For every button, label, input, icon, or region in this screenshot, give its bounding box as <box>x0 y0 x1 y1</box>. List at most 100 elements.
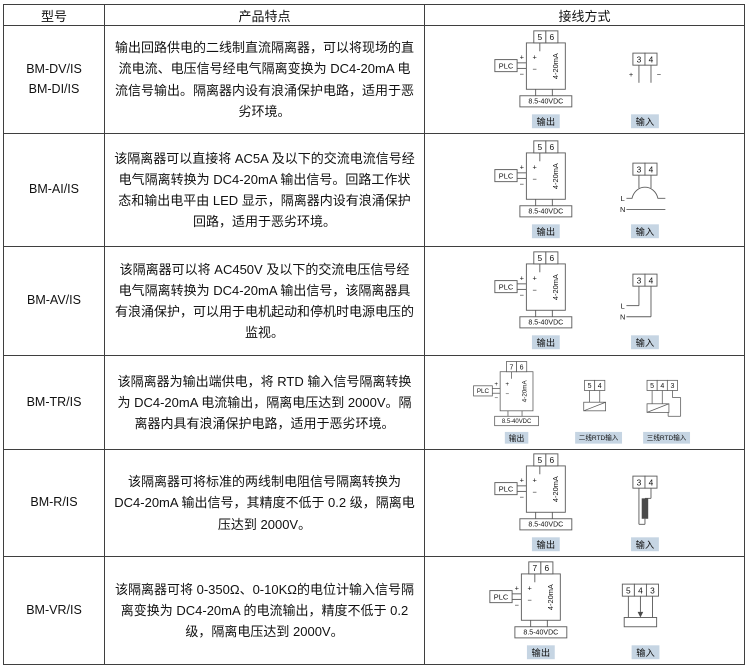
terminal-number: 5 <box>626 585 631 595</box>
model-name: BM-AV/IS <box>27 293 81 308</box>
input-wiring-diagram: 3 4 输入 <box>630 475 659 552</box>
polarity-plus: + <box>495 380 499 387</box>
supply-voltage-label: 8.5-40VDC <box>524 629 559 636</box>
polarity-minus: − <box>532 64 536 73</box>
polarity-plus: + <box>519 476 523 485</box>
input-wiring-diagram: 3 4 L N 输入 <box>620 273 659 350</box>
polarity-minus: − <box>519 290 523 299</box>
polarity-minus: − <box>656 70 660 79</box>
col-header-features: 产品特点 <box>104 4 425 26</box>
terminal-number: 5 <box>537 32 542 42</box>
input-wiring-diagram: 3 4 L N 输入 <box>620 162 666 239</box>
polarity-plus: + <box>532 476 536 485</box>
wiring-cell: 5 6 + − 4-20mA PLC + − 8.5-40VDC 输出 <box>424 246 745 356</box>
terminal-number: 6 <box>545 563 550 573</box>
table-row: BM-AV/IS 该隔离器可以将 AC450V 及以下的交流电压信号经电气隔离转… <box>3 246 745 356</box>
output-wiring-diagram: 7 6 + − 4-20mA PLC + − 8.5-40VDC 输出 <box>489 560 568 659</box>
output-label-highlight <box>505 431 529 444</box>
terminal-number: 5 <box>537 455 542 465</box>
output-label: 输出 <box>536 539 555 550</box>
output-label-highlight <box>531 537 560 552</box>
output-label: 输出 <box>536 337 555 348</box>
plc-label: PLC <box>499 61 514 70</box>
polarity-plus: + <box>519 52 523 61</box>
rtd2-input-diagram: 5 4 二线RTD输入 <box>575 379 623 444</box>
model-cell: BM-AV/IS <box>3 246 105 356</box>
isolator-body <box>521 572 561 621</box>
wires <box>516 263 553 317</box>
terminal-number: 7 <box>533 563 538 573</box>
polarity-plus: + <box>629 70 633 79</box>
polarity-minus: − <box>532 175 536 184</box>
wiring-cell: 5 6 + − 4-20mA PLC + − 8.5-40VDC 输出 <box>424 449 745 557</box>
model-cell: BM-TR/IS <box>3 355 105 450</box>
model-name: BM-AI/IS <box>28 182 79 197</box>
terminal-number: 6 <box>549 455 554 465</box>
model-cell: BM-R/IS <box>3 449 105 557</box>
input-label-highlight <box>643 431 691 444</box>
terminal-number: 7 <box>510 364 514 371</box>
supply-voltage-label: 8.5-40VDC <box>502 418 532 424</box>
wiring-cell: 7 6 + − 4-20mA PLC + − 8.5-40VDC 输出 <box>424 556 745 665</box>
terminal-number: 3 <box>636 477 641 487</box>
terminal-number: 4 <box>648 477 653 487</box>
polarity-minus: − <box>519 492 523 501</box>
terminal-box <box>644 162 658 176</box>
terminal-number: 4 <box>648 275 653 285</box>
line-L-label: L <box>620 301 624 310</box>
plc-label: PLC <box>477 388 490 395</box>
table-row: BM-DV/IS BM-DI/IS 输出回路供电的二线制直流隔离器，可以将现场的… <box>3 25 745 134</box>
polarity-minus: − <box>519 69 523 78</box>
plc-box <box>473 384 494 396</box>
loop-current-label: 4-20mA <box>551 163 560 189</box>
wires <box>516 152 553 206</box>
output-wiring-diagram: 5 6 + − 4-20mA PLC + − 8.5-40VDC 输出 <box>494 453 573 552</box>
terminal-box <box>540 560 554 574</box>
input-label: 输入 <box>635 226 654 237</box>
polarity-minus: − <box>495 394 499 401</box>
wiper-arrow <box>637 611 644 617</box>
plc-box <box>494 169 518 183</box>
current-loop <box>626 186 666 199</box>
isolator-spec-table: 型号 产品特点 接线方式 BM-DV/IS BM-DI/IS 输出回路供电的二线… <box>3 4 745 665</box>
wires <box>626 175 666 210</box>
input-label-highlight <box>631 644 660 659</box>
terminal-number: 5 <box>537 253 542 263</box>
plc-label: PLC <box>499 282 514 291</box>
wires <box>627 595 653 617</box>
input-wiring-diagram: 3 4 + − 输入 <box>629 52 661 128</box>
isolator-body <box>500 370 534 411</box>
output-label-highlight <box>531 113 560 128</box>
line-N-label: N <box>620 205 625 214</box>
rtd-diagonal <box>583 401 606 411</box>
output-label: 输出 <box>536 226 555 237</box>
wiring-diagrams: 5 6 + − 4-20mA PLC + − 8.5-40VDC 输出 <box>427 139 742 241</box>
wires <box>626 286 652 318</box>
output-wiring-diagram: 7 6 + − 4-20mA PLC + − 8.5-40VDC 输出 <box>473 360 540 444</box>
rtd3-input-diagram: 5 4 3 三线RTD输入 <box>643 379 691 444</box>
supply-box <box>494 415 540 426</box>
polarity-minus: − <box>528 595 532 604</box>
terminal-box <box>516 360 528 372</box>
terminal-number: 4 <box>661 383 665 390</box>
input-label-highlight <box>630 113 659 128</box>
polarity-plus: + <box>532 52 536 61</box>
table-row: BM-R/IS 该隔离器可将标准的两线制电阻信号隔离转换为 DC4-20mA 输… <box>3 449 745 557</box>
input-label-highlight <box>630 335 659 350</box>
polarity-plus: + <box>515 583 519 592</box>
supply-voltage-label: 8.5-40VDC <box>528 98 563 105</box>
terminal-number: 6 <box>549 142 554 152</box>
loop-current-label: 4-20mA <box>551 53 560 79</box>
wires <box>516 42 553 96</box>
terminal-box <box>644 273 658 287</box>
line-L-label: L <box>620 194 624 203</box>
isolator-body <box>525 41 566 90</box>
wiring-cell: 7 6 + − 4-20mA PLC + − 8.5-40VDC 输出 <box>424 355 745 450</box>
supply-box <box>519 316 573 329</box>
input-label: 输入 <box>635 539 654 550</box>
terminal-number: 3 <box>636 164 641 174</box>
supply-voltage-label: 8.5-40VDC <box>528 209 563 216</box>
terminal-number: 4 <box>648 164 653 174</box>
wiring-cell: 5 6 + − 4-20mA PLC + − 8.5-40VDC 输出 <box>424 133 745 247</box>
model-cell: BM-AI/IS <box>3 133 105 247</box>
